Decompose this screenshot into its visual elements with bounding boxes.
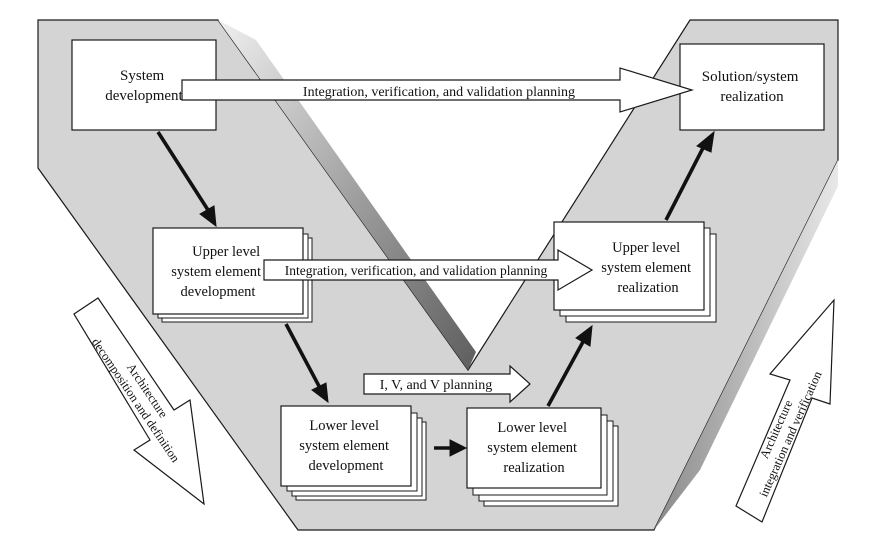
svg-text:Lower level system eleme: Lower level system element realization — [487, 420, 580, 476]
arrow-sysdev-to-upperdev — [156, 131, 217, 228]
upper-dev-line-3: development — [181, 284, 256, 300]
box-lower-realization: Lower level system element realization — [466, 407, 619, 507]
right-shaded-wedge — [654, 160, 838, 530]
svg-text:Upper level system eleme: Upper level system element development — [171, 244, 264, 300]
box-system-development: System development — [71, 39, 217, 131]
lower-dev-line-3: development — [309, 458, 384, 474]
svg-text:Solution/system realizat: Solution/system realization — [702, 69, 802, 105]
arrow-upperdev-to-lowerdev — [284, 323, 329, 404]
svg-text:Upper level system eleme: Upper level system element realization — [601, 240, 694, 296]
lower-dev-line-2: system element — [299, 438, 389, 454]
upper-dev-line-2: system element — [171, 264, 261, 280]
arrow-lowerdev-to-lowerreal — [434, 439, 468, 457]
svg-text:Lower level system eleme: Lower level system element development — [299, 418, 392, 474]
upper-real-line-3: realization — [617, 280, 679, 296]
lower-real-line-1: Lower level — [497, 420, 567, 436]
svg-text:System development: System development — [105, 68, 183, 104]
planning-middle-label: Integration, verification, and validatio… — [285, 263, 548, 278]
solution-line-2: realization — [720, 89, 784, 105]
planning-arrow-middle: Integration, verification, and validatio… — [263, 248, 594, 292]
lower-real-line-3: realization — [503, 460, 565, 476]
system-development-line-1: System — [120, 68, 165, 84]
upper-real-line-1: Upper level — [612, 240, 680, 256]
upper-dev-line-1: Upper level — [192, 244, 260, 260]
lower-real-line-2: system element — [487, 440, 577, 456]
solution-line-1: Solution/system — [702, 69, 799, 85]
box-lower-dev: Lower level system element development — [280, 405, 427, 501]
flow-arrows — [156, 130, 715, 457]
system-development-line-2: development — [105, 88, 183, 104]
upper-real-line-2: system element — [601, 260, 691, 276]
planning-top-label: Integration, verification, and validatio… — [303, 85, 575, 100]
planning-arrow-top: Integration, verification, and validatio… — [181, 67, 695, 113]
lower-dev-line-1: Lower level — [309, 418, 379, 434]
planning-arrow-bottom: I, V, and V planning — [363, 364, 531, 404]
planning-bottom-label: I, V, and V planning — [380, 378, 493, 393]
box-solution-realization: Solution/system realization — [679, 43, 825, 131]
arrow-upperreal-to-solution — [664, 130, 715, 221]
shaded-band — [218, 20, 476, 370]
arrow-lowerreal-to-upperreal — [546, 324, 593, 407]
